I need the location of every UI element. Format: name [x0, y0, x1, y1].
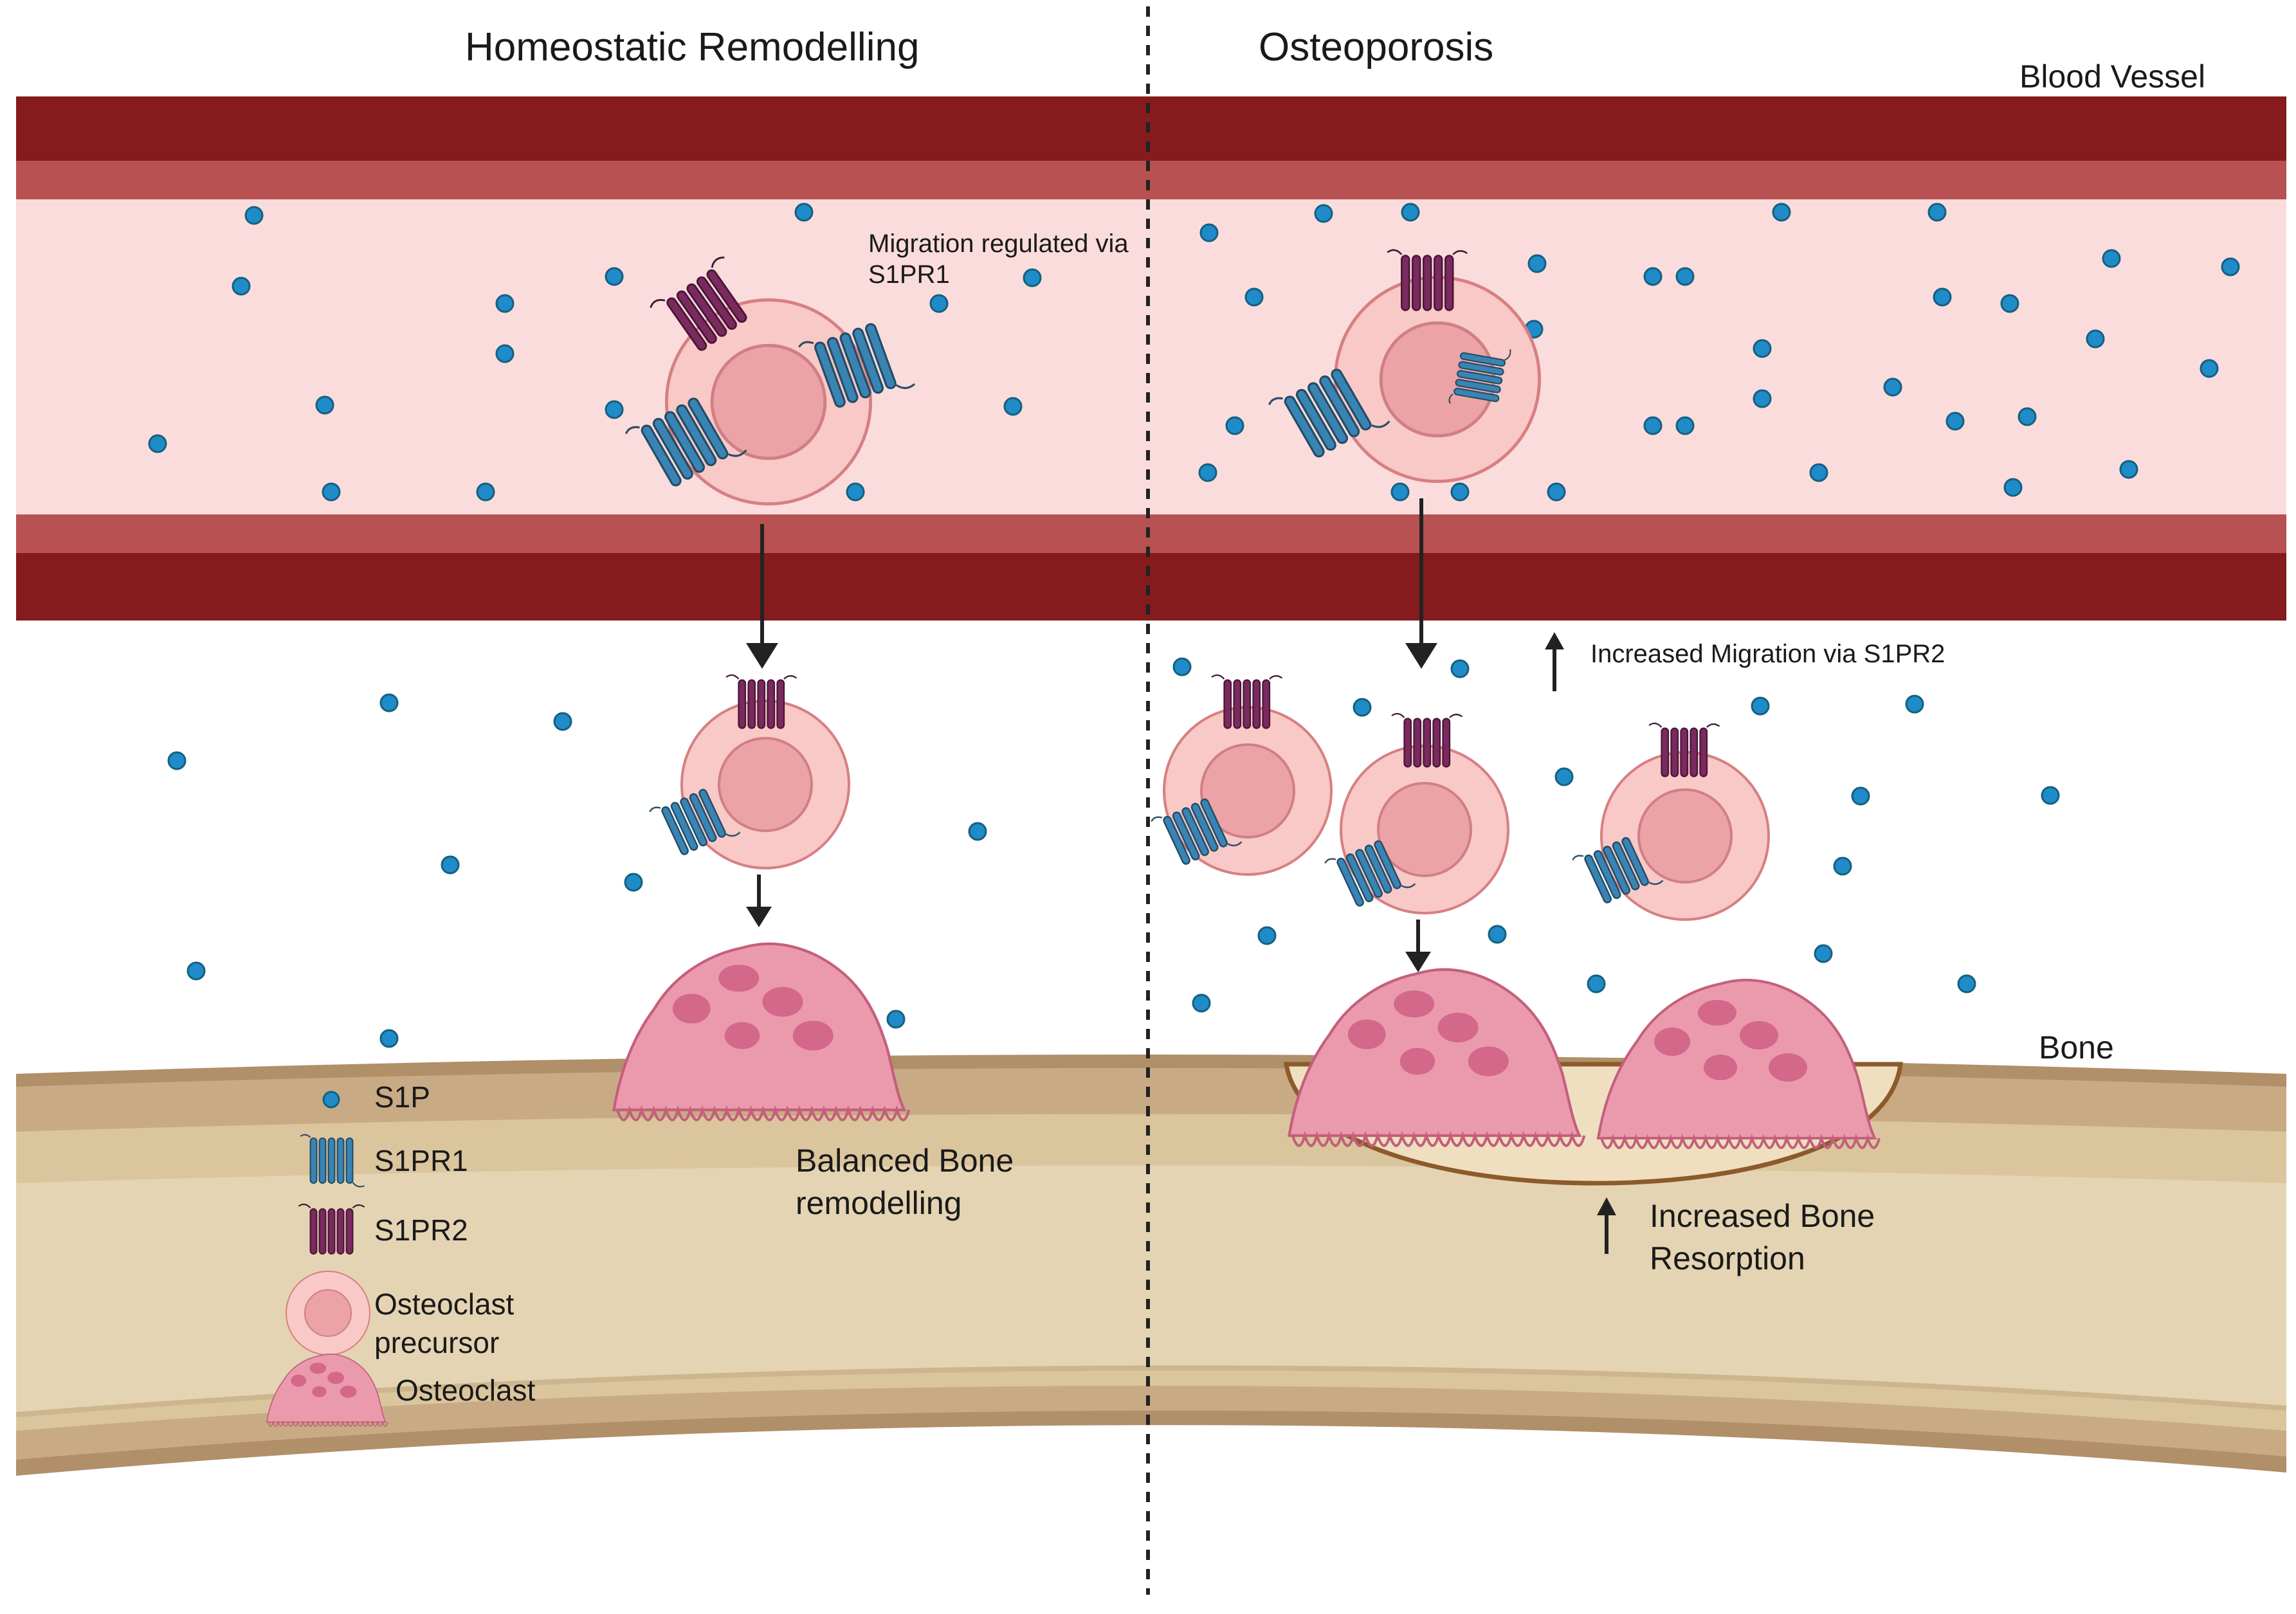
title-homeostatic: Homeostatic Remodelling [465, 25, 920, 69]
s1p-dot [187, 961, 206, 981]
legend-s1pr1-label: S1PR1 [374, 1144, 468, 1177]
legend-precursor-icon [286, 1271, 370, 1356]
s1p-dot [1883, 377, 1902, 397]
s1p-dot [2086, 329, 2105, 349]
balanced-remodelling-label: Balanced Bone remodelling [796, 1143, 1014, 1221]
arrows [746, 498, 1616, 1254]
s1p-dot [379, 693, 399, 712]
s1p-dot [1587, 974, 1606, 993]
s1p-dot [441, 855, 460, 875]
s1p-dot [1643, 267, 1663, 286]
s1p-dot [1199, 223, 1219, 242]
legend-icons [266, 1091, 388, 1427]
s1p-dot [1353, 698, 1372, 717]
s1p-dot [1809, 463, 1828, 482]
s1p-dot [1675, 416, 1695, 435]
s1p-dot [1198, 463, 1217, 482]
s1p-dot [1390, 482, 1410, 502]
s1p-dot [886, 1010, 906, 1029]
right-osteoclast-2 [1597, 979, 1881, 1149]
s1p-dot [1751, 696, 1770, 716]
s1p-dot [1945, 412, 1965, 431]
s1p-dot [1851, 786, 1870, 806]
s1p-dot [1905, 694, 1924, 714]
right-precursor-2 [1323, 712, 1509, 916]
s1p-dot [605, 400, 624, 419]
s1p-dot [1833, 857, 1852, 876]
s1p-dot [232, 277, 251, 296]
blood-vessel-label: Blood Vessel [2019, 59, 2206, 95]
s1p-dot [379, 1029, 399, 1048]
migration-s1pr1-label: Migration regulated via S1PR1 [868, 230, 1129, 289]
s1p-dot [148, 434, 167, 453]
s1p-dot [605, 267, 624, 286]
s1p-dot [1450, 482, 1470, 502]
legend-s1pr2-label: S1PR2 [374, 1213, 468, 1247]
s1p-dot [1927, 203, 1947, 222]
s1p-dot [1753, 339, 1772, 358]
s1p-dot [1933, 287, 1952, 307]
legend-s1p-label: S1P [374, 1080, 430, 1114]
s1p-dot [1814, 944, 1833, 963]
s1p-dot [1257, 926, 1277, 945]
s1p-dot [1450, 659, 1470, 678]
legend-precursor-label: Osteoclast precursor [374, 1287, 515, 1359]
s1p-dot [2000, 294, 2019, 313]
s1p-dot [1488, 925, 1507, 944]
s1p-dot [2018, 407, 2037, 426]
s1p-dot [2003, 478, 2023, 497]
s1p-dot [322, 482, 341, 502]
s1p-dot [495, 344, 515, 363]
left-mid-precursor [648, 674, 850, 869]
increased-resorption-label: Increased Bone Resorption [1650, 1198, 1875, 1276]
legend-s1p-icon [322, 1091, 340, 1109]
s1p-dot [1401, 203, 1420, 222]
s1p-dot [2221, 257, 2240, 277]
s1p-dot [1753, 389, 1772, 408]
s1p-dot [794, 203, 814, 222]
s1p-dot [476, 482, 495, 502]
s1p-dot [495, 294, 515, 313]
blood-vessel [16, 96, 2286, 621]
s1p-dot [553, 712, 572, 731]
s1p-dot [1527, 254, 1547, 273]
s1p-dot [1554, 767, 1574, 786]
s1p-dot [1023, 268, 1042, 287]
left-osteoclast [614, 944, 909, 1120]
s1p-dot [2041, 786, 2060, 805]
s1p-dot [1957, 974, 1976, 993]
s1p-dot [1244, 287, 1264, 307]
right-osteoclast-1 [1289, 970, 1585, 1146]
migration-s1pr2-label: Increased Migration via S1PR2 [1590, 640, 1945, 668]
right-precursor-1 [1149, 674, 1333, 876]
s1p-dot [1172, 657, 1192, 676]
s1p-dot [929, 294, 949, 313]
s1p-dot [2102, 249, 2121, 268]
s1p-dot [2119, 460, 2138, 479]
s1p-dot [167, 751, 187, 770]
s1p-dot [1675, 267, 1695, 286]
s1p-dot [1772, 203, 1791, 222]
s1p-dot [624, 873, 643, 892]
s1p-dot [1643, 416, 1663, 435]
s1p-dot [968, 822, 987, 841]
s1p-dot [846, 482, 865, 502]
s1p-dot [1547, 482, 1566, 502]
legend-osteoclast-label: Osteoclast [396, 1374, 536, 1407]
s1p-dots [148, 203, 2240, 1048]
s1p-dot [315, 395, 334, 415]
title-osteoporosis: Osteoporosis [1259, 25, 1494, 69]
bone-label: Bone [2039, 1029, 2114, 1065]
s1p-dot [1314, 204, 1333, 223]
s1p-dot [1003, 397, 1023, 416]
s1p-dot [1192, 993, 1211, 1013]
s1p-dot [1225, 416, 1244, 435]
right-precursor-3 [1571, 722, 1770, 921]
s1p-dot [2200, 359, 2219, 378]
s1p-dot [244, 206, 264, 225]
